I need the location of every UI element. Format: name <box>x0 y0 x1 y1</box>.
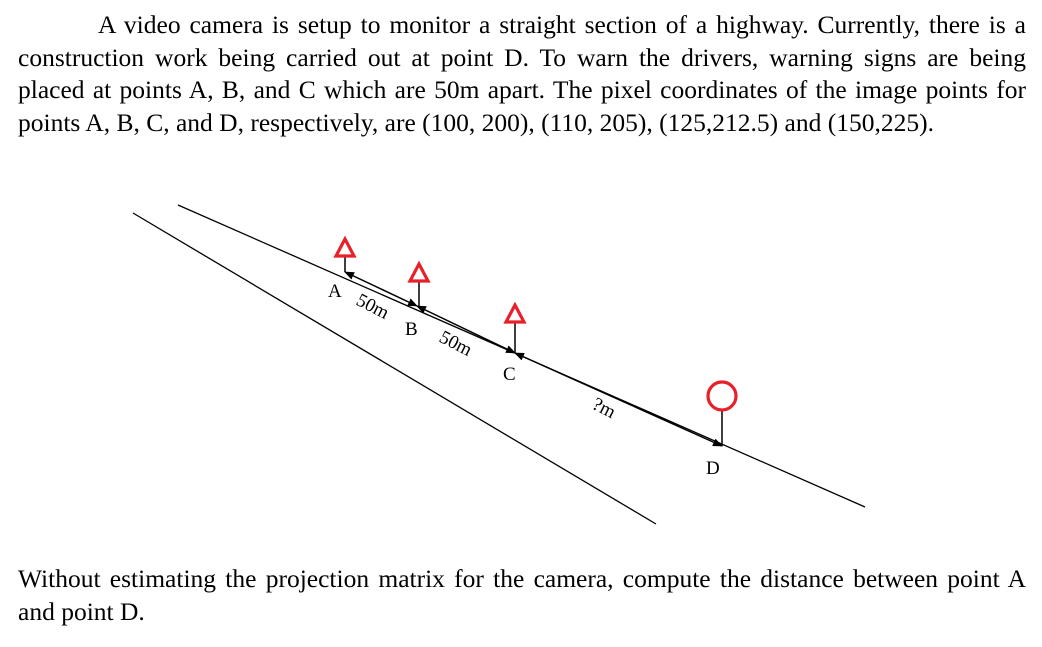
problem-statement: A video camera is setup to monitor a str… <box>18 10 1026 137</box>
arrow-b-c <box>416 305 516 354</box>
point-label-a: A <box>328 281 342 302</box>
warning-sign-a-icon <box>333 235 357 258</box>
point-label-c: C <box>503 364 516 385</box>
point-label-d: D <box>706 458 720 479</box>
arrow-a-b <box>344 271 418 307</box>
highway-left-edge <box>132 212 657 525</box>
arrow-c-d <box>514 352 723 447</box>
distance-label-ab: 50m <box>353 290 393 324</box>
point-label-b: B <box>405 319 418 340</box>
warning-sign-c-icon <box>503 301 527 324</box>
question-statement: Without estimating the projection matrix… <box>18 564 1026 626</box>
construction-sign-icon <box>706 380 738 412</box>
warning-sign-b-icon <box>407 260 431 283</box>
